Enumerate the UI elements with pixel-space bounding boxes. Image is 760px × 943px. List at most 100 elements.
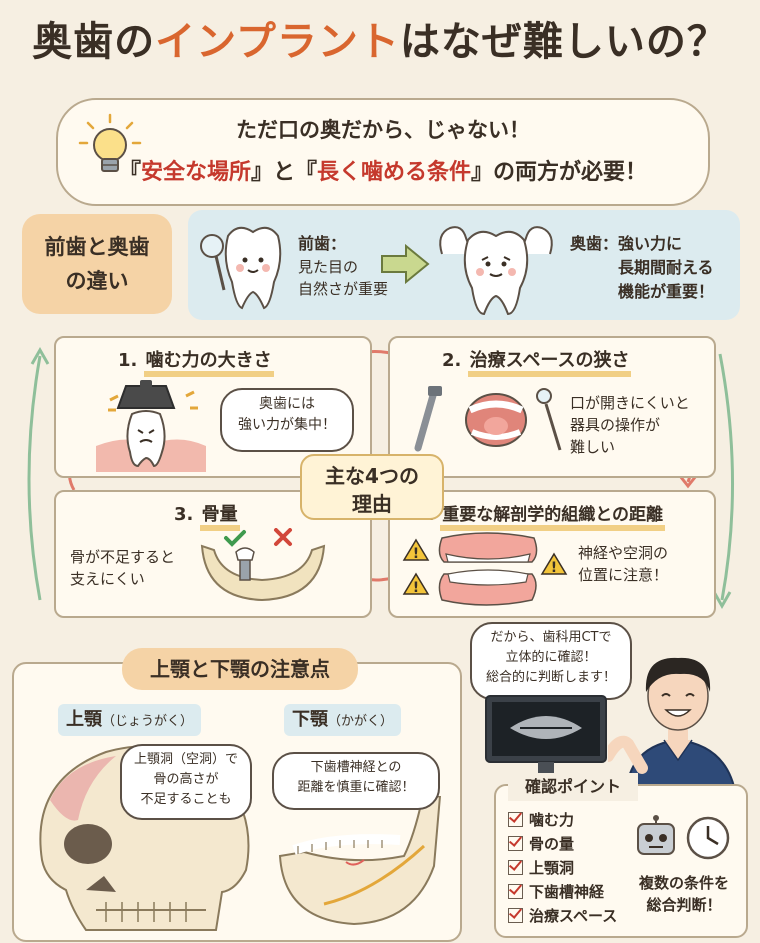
check-item: 骨の量 <box>508 832 617 856</box>
muscle-tooth-icon <box>439 226 553 316</box>
reason-3-desc2: 支えにくい <box>70 570 145 588</box>
reason-1-bubble-line1: 奥歯には <box>259 396 315 412</box>
doctor-speech-line1: だから、歯科用CTで <box>490 630 612 645</box>
checklist-box <box>494 784 748 938</box>
reason-4-title-text: 重要な解剖学的組織との距離 <box>440 505 666 531</box>
upper-jaw-note3: 不足することも <box>140 792 232 807</box>
front-desc1: 見た目の <box>298 258 359 276</box>
checkbox-checked-icon <box>508 908 523 923</box>
lower-jaw-note1: 下歯槽神経との <box>310 760 402 775</box>
intro-line1: ただ口の奥だから、じゃない！ <box>236 118 530 142</box>
back-teeth-text: 奥歯：強い力に 長期間耐える 機能が重要！ <box>570 232 714 304</box>
svg-text:!: ! <box>551 560 557 576</box>
teeth-warning-icon: ! ! ! <box>402 532 568 606</box>
svg-text:!: ! <box>413 546 419 562</box>
reason-2-title-text: 治療スペースの狭さ <box>467 350 632 377</box>
lower-jaw-bubble: 下歯槽神経との 距離を慎重に確認！ <box>272 752 440 810</box>
reason-4-desc1: 神経や空洞の <box>578 544 669 562</box>
reason-2-desc2: 器具の操作が <box>570 416 661 434</box>
robot-clock-icon <box>637 815 730 860</box>
checklist-summary-line1: 複数の条件を <box>638 874 729 892</box>
upper-jaw-label: 上顎 <box>66 709 102 730</box>
jawbone-implant-icon <box>200 528 326 602</box>
lower-jaw-reading: （かがく） <box>328 714 394 729</box>
svg-text:!: ! <box>413 580 419 596</box>
reason-2-card <box>388 336 716 478</box>
lower-jaw-label: 下顎 <box>292 709 328 730</box>
front-label: 前歯： <box>298 234 347 253</box>
reason-1-bubble-line2: 強い力が集中！ <box>238 417 336 433</box>
checklist-summary: 複数の条件を 総合判断！ <box>626 872 742 916</box>
reason-2-desc: 口が開きにくいと 器具の操作が 難しい <box>570 392 690 458</box>
reason-3-title-text: 骨量 <box>199 504 240 531</box>
title-part1: 奥歯の <box>32 19 156 65</box>
compare-tag: 前歯と奥歯 の違い <box>22 214 172 314</box>
upper-jaw-reading: （じょうがく） <box>102 714 194 729</box>
main-reasons-tag: 主な4つの 理由 <box>300 454 444 520</box>
reason-3-title: 3. 骨量 <box>174 500 240 531</box>
checklist-title: 確認ポイント <box>508 773 638 801</box>
intro-bracket: 『 <box>118 160 141 185</box>
back-desc1: 強い力に <box>618 234 683 253</box>
doctor-speech-line3: 総合的に判断します！ <box>485 670 616 685</box>
reason-2-desc3: 難しい <box>570 438 616 456</box>
upper-jaw-bubble: 上顎洞（空洞）で 骨の高さが 不足することも <box>120 744 252 820</box>
reason-4-desc2: 位置に注意！ <box>578 566 669 584</box>
upper-jaw-note1: 上顎洞（空洞）で <box>133 752 238 767</box>
intro-long-chew: 長く噛める条件 <box>317 160 472 185</box>
checkbox-checked-icon <box>508 884 523 899</box>
monitor-icon <box>485 695 607 780</box>
reason-2-desc1: 口が開きにくいと <box>570 394 690 412</box>
weight-tooth-icon <box>96 380 206 472</box>
reason-1-title: 1. 噛む力の大きさ <box>118 346 274 377</box>
upper-jaw-tag: 上顎（じょうがく） <box>58 704 202 736</box>
reason-3-desc: 骨が不足すると 支えにくい <box>70 546 175 590</box>
check-item-label: 下歯槽神経 <box>529 883 605 901</box>
title-highlight: インプラント <box>155 19 400 65</box>
check-item: 治療スペース <box>508 904 617 928</box>
jaw-section-title: 上顎と下顎の注意点 <box>122 648 358 690</box>
front-desc2: 自然さが重要 <box>298 280 389 298</box>
check-item-label: 治療スペース <box>529 907 618 925</box>
lower-jaw-icon <box>278 796 442 926</box>
check-item: 上顎洞 <box>508 856 617 880</box>
reason-3-num: 3. <box>174 504 200 525</box>
check-item: 噛む力 <box>508 808 617 832</box>
main-reasons-line1: 主な4つの <box>325 464 419 488</box>
reason-1-title-text: 噛む力の大きさ <box>143 350 274 377</box>
intro-safe-place: 安全な場所 <box>140 160 251 185</box>
title-part2: はなぜ難しいの？ <box>399 19 728 65</box>
check-item-label: 上顎洞 <box>529 859 575 877</box>
checkbox-checked-icon <box>508 836 523 851</box>
arrow-right-icon <box>381 244 430 284</box>
drill-mouth-mirror-icon <box>414 386 562 452</box>
back-desc2: 長期間耐える <box>618 258 714 277</box>
check-item-label: 噛む力 <box>529 811 575 829</box>
lower-jaw-tag: 下顎（かがく） <box>284 704 402 736</box>
checkbox-checked-icon <box>508 812 523 827</box>
check-item: 下歯槽神経 <box>508 880 617 904</box>
page-title: 奥歯のインプラントはなぜ難しいの？ <box>0 0 760 80</box>
reason-1-bubble: 奥歯には 強い力が集中！ <box>220 388 354 452</box>
reason-2-title: 2. 治療スペースの狭さ <box>442 346 632 377</box>
checkbox-checked-icon <box>508 860 523 875</box>
doctor-speech-bubble: だから、歯科用CTで 立体的に確認！ 総合的に判断します！ <box>470 622 632 700</box>
intro-line2: 『安全な場所』と『長く噛める条件』の両方が必要！ <box>58 154 708 186</box>
doctor-icon <box>608 657 738 796</box>
reason-4-title: 4. 重要な解剖学的組織との距離 <box>416 500 666 531</box>
main-reasons-line2: 理由 <box>352 492 392 516</box>
front-teeth-text: 前歯： 見た目の 自然さが重要 <box>298 232 388 300</box>
compare-tag-line2: の違い <box>65 269 129 293</box>
check-item-label: 骨の量 <box>529 835 575 853</box>
reason-1-num: 1. <box>118 350 144 371</box>
mirror-tooth-icon <box>200 226 282 310</box>
lower-jaw-note2: 距離を慎重に確認！ <box>297 780 415 795</box>
upper-jaw-note2: 骨の高さが <box>153 772 219 787</box>
compare-tag-line1: 前歯と奥歯 <box>44 235 150 259</box>
doctor-speech-line2: 立体的に確認！ <box>505 650 597 665</box>
intro-bracket-mid: 』と『 <box>250 160 317 185</box>
back-label: 奥歯： <box>570 234 619 253</box>
intro-bubble: ただ口の奥だから、じゃない！ 『安全な場所』と『長く噛める条件』の両方が必要！ <box>56 98 710 206</box>
light-bulb-icon <box>78 113 142 172</box>
reason-4-desc: 神経や空洞の 位置に注意！ <box>578 542 668 586</box>
